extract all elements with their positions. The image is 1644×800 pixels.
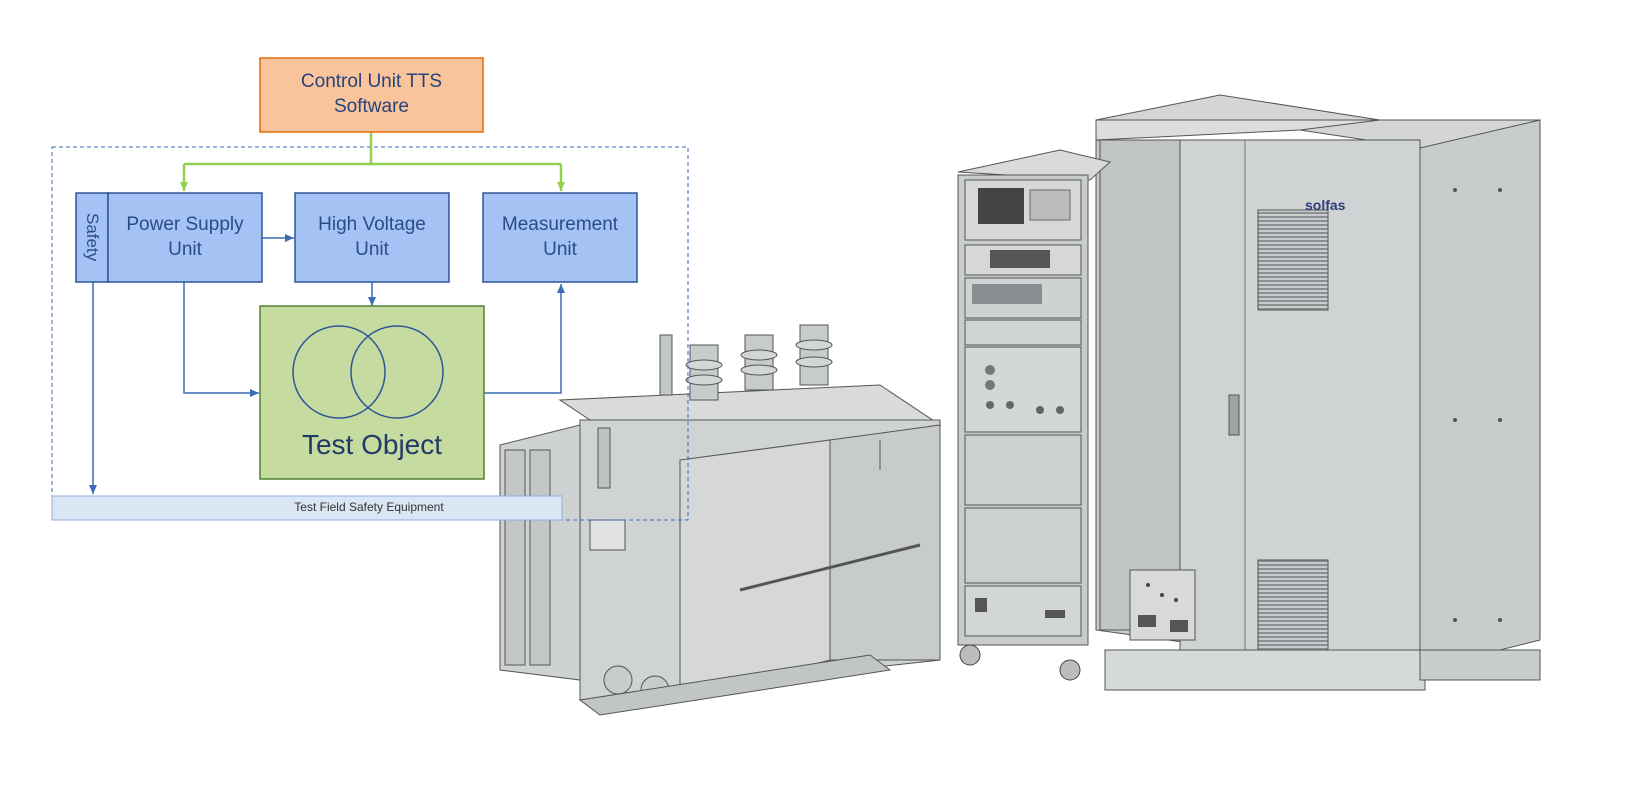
signal-arrows xyxy=(89,234,565,494)
control-unit-box xyxy=(259,57,484,133)
test-field-label: Test Field Safety Equipment xyxy=(294,500,444,515)
transformer-symbol-left xyxy=(292,325,386,419)
power-cabinet: solfas xyxy=(1095,94,1541,691)
high-voltage-box xyxy=(294,192,450,283)
high-voltage-label: High Voltage Unit xyxy=(318,213,426,260)
measurement-label: Measurement Unit xyxy=(501,213,619,260)
transformer-symbol-right xyxy=(350,325,444,419)
power-supply-box xyxy=(107,192,263,283)
power-supply-label: Power Supply Unit xyxy=(126,213,244,260)
test-field-strip xyxy=(51,495,563,521)
safety-label: Safety xyxy=(83,213,103,262)
bushings xyxy=(659,324,833,401)
control-links xyxy=(180,132,565,191)
control-unit-label: Control Unit TTS Software xyxy=(300,71,443,117)
test-object-label: Test Object xyxy=(301,428,443,460)
measurement-box xyxy=(482,192,638,283)
brand-logo: solfas xyxy=(1305,197,1346,213)
control-rack xyxy=(957,149,1112,681)
safety-box xyxy=(75,192,109,283)
transformer xyxy=(499,324,942,716)
